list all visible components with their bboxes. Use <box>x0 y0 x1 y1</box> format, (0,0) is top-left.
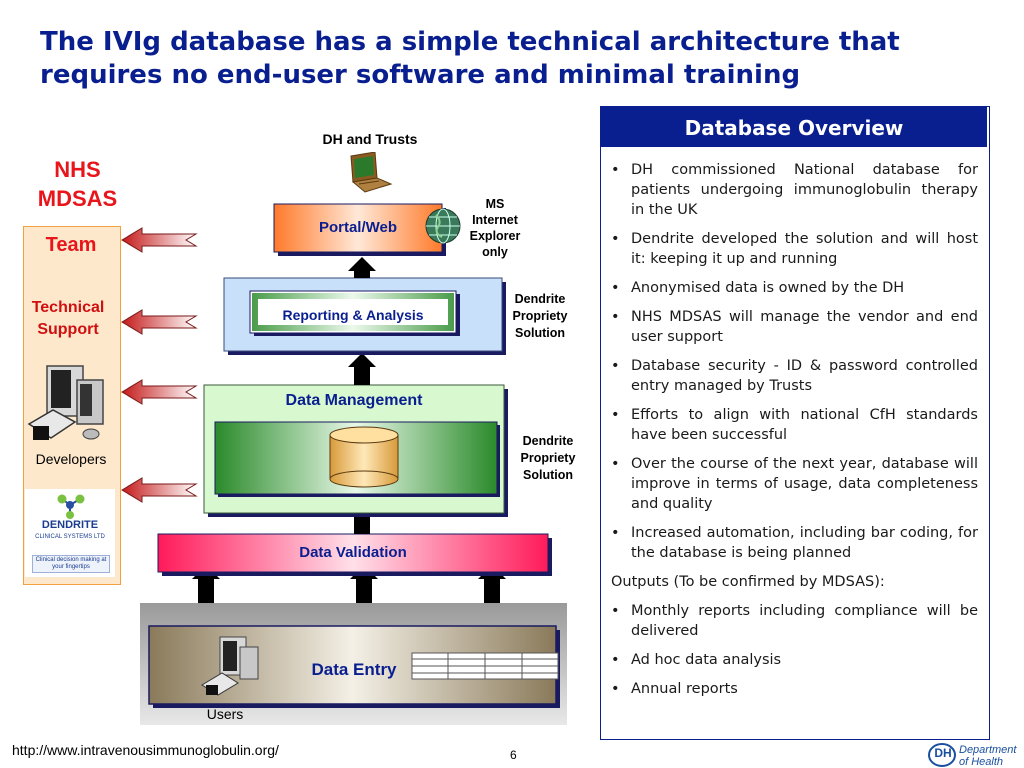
reporting-label: Reporting & Analysis <box>282 307 424 323</box>
portal-label: Portal/Web <box>318 219 398 236</box>
mdsas-label: MDSAS <box>37 186 118 211</box>
dendrite-solution-1-line-1: Dendrite <box>514 292 566 306</box>
overview-bullet: •Over the course of the next year, datab… <box>611 456 978 512</box>
overview-bullet: •DH commissioned National database for p… <box>611 162 978 218</box>
dh-logo-line-1: Department <box>959 744 1017 756</box>
dh-trusts-label: DH and Trusts <box>322 131 418 147</box>
slide-title: The IVIg database has a simple technical… <box>40 27 900 90</box>
data-validation-box <box>157 533 549 573</box>
dendrite-solution-label-1: Dendrite Propriety Solution <box>504 291 576 342</box>
globe-icon <box>425 208 461 244</box>
dendrite-solution-label-2: Dendrite Propriety Solution <box>508 433 588 484</box>
ms-ie-line-4: only <box>482 245 508 259</box>
database-overview-panel <box>600 106 990 740</box>
technical-support-label: Technical Support <box>20 297 116 341</box>
developer-computer-icon <box>27 365 104 440</box>
dendrite-solution-2-line-2: Propriety <box>520 451 576 465</box>
database-overview-heading: Database Overview <box>601 107 987 147</box>
outputs-label: Outputs (To be confirmed by MDSAS): <box>611 574 885 590</box>
portal-box <box>273 203 443 253</box>
laptop-icon <box>350 152 393 193</box>
nhs-label: NHS <box>54 157 101 182</box>
dendrite-logo-subtitle: CLINICAL SYSTEMS LTD <box>35 534 105 540</box>
dendrite-logo-tagline: Clinical decision making at your fingert… <box>32 555 110 573</box>
support-label: Support <box>37 321 99 338</box>
nhs-mdsas-label: NHS MDSAS <box>30 155 125 213</box>
dendrite-logo-name: DENDRITE <box>41 519 99 531</box>
output-bullet: •Annual reports <box>611 681 738 697</box>
page-number: 6 <box>510 748 517 762</box>
users-label: Users <box>206 706 244 722</box>
overview-bullet: •Dendrite developed the solution and wil… <box>611 231 978 267</box>
architecture-stack <box>140 203 567 725</box>
team-label: Team <box>45 234 97 256</box>
dendrite-solution-1-line-3: Solution <box>515 326 565 340</box>
dendrite-solution-2-line-3: Solution <box>523 468 573 482</box>
ms-ie-line-1: MS <box>485 197 505 211</box>
output-bullet: •Monthly reports including compliance wi… <box>611 603 978 639</box>
support-arrow-1 <box>121 227 198 253</box>
data-entry-label: Data Entry <box>311 660 397 679</box>
footer-url-link[interactable]: http://www.intravenousimmunoglobulin.org… <box>12 742 279 758</box>
overview-bullet: •Anonymised data is owned by the DH <box>611 280 905 296</box>
database-overview-list: •DH commissioned National database for p… <box>611 160 978 708</box>
dh-logo-text: Department of Health <box>959 744 1016 768</box>
ms-ie-line-2: Internet <box>472 213 518 227</box>
data-entry-table-icon <box>411 652 559 680</box>
database-cylinder-icon <box>329 426 399 488</box>
dendrite-solution-1-line-2: Propriety <box>512 309 568 323</box>
dh-logo-line-2: of Health <box>959 756 1004 768</box>
support-arrows <box>121 227 198 503</box>
overview-bullet: •Increased automation, including bar cod… <box>611 525 978 561</box>
overview-bullet: •NHS MDSAS will manage the vendor and en… <box>611 309 978 345</box>
developers-label: Developers <box>35 451 107 467</box>
output-bullet: •Ad hoc data analysis <box>611 652 782 668</box>
dendrite-solution-2-line-1: Dendrite <box>522 434 574 448</box>
user-computer-icon <box>201 636 259 696</box>
ms-ie-label: MS Internet Explorer only <box>460 196 530 260</box>
support-arrow-4 <box>121 477 198 503</box>
dh-logo-mark-icon <box>928 743 956 767</box>
ms-ie-line-3: Explorer <box>469 229 521 243</box>
technical-label: Technical <box>31 299 105 316</box>
dh-logo-mark: DH <box>934 746 952 760</box>
data-management-label: Data Management <box>285 392 423 409</box>
data-validation-label: Data Validation <box>299 544 407 561</box>
overview-bullet: •Efforts to align with national CfH stan… <box>611 407 978 443</box>
dendrite-molecule-icon <box>57 494 85 519</box>
support-arrow-2 <box>121 309 198 335</box>
support-arrow-3 <box>121 379 198 405</box>
overview-bullet: •Database security - ID & password contr… <box>611 358 978 394</box>
